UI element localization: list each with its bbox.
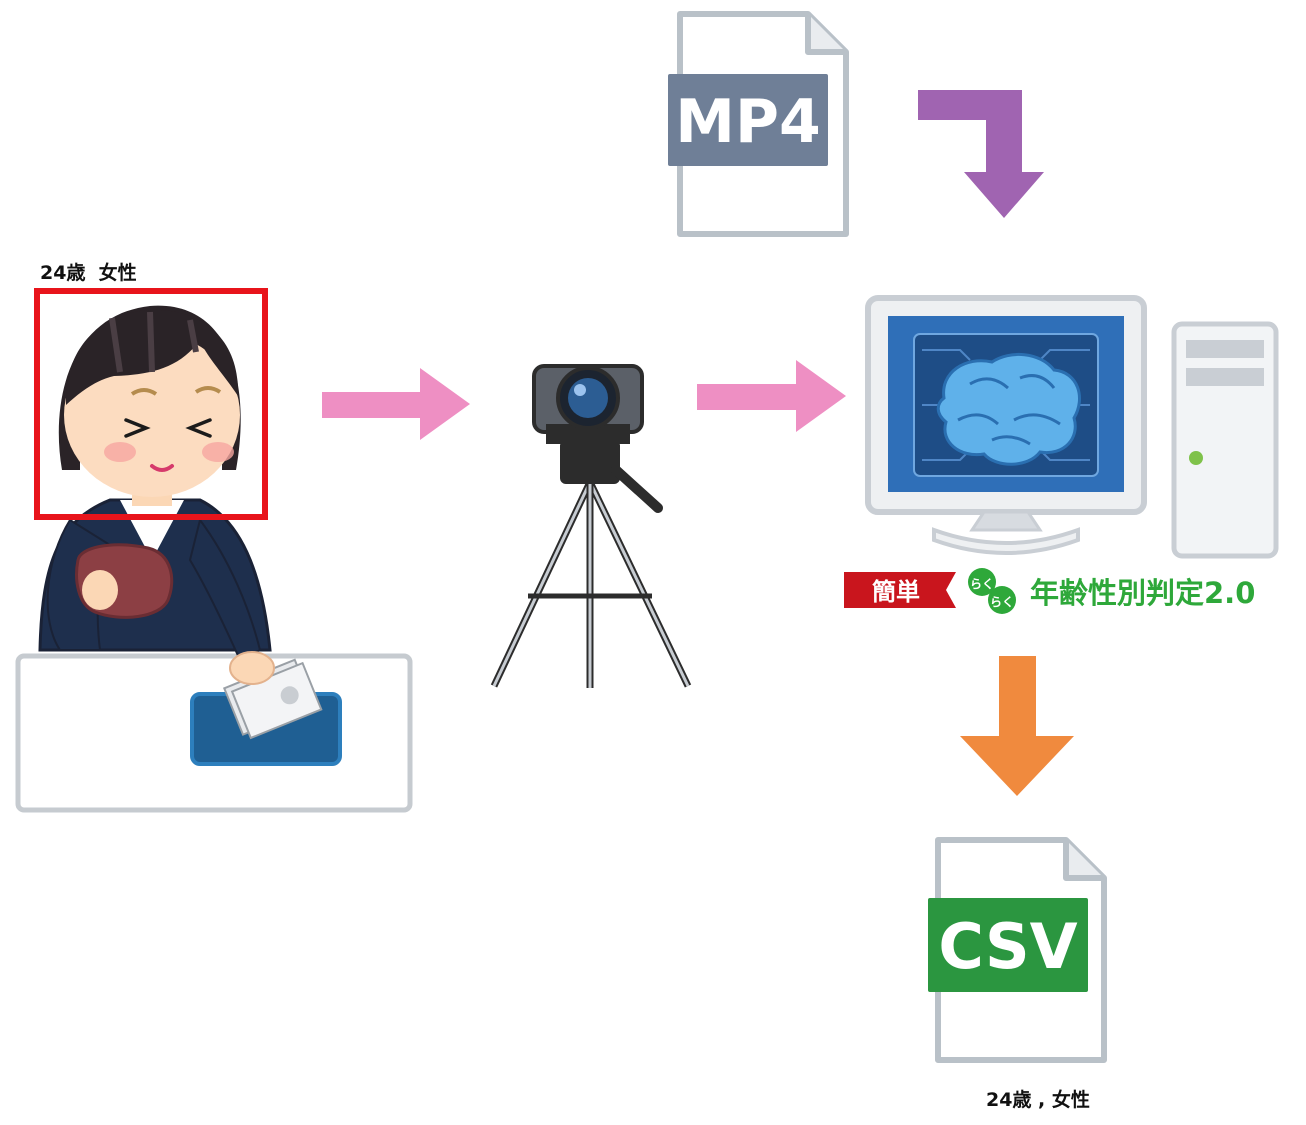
csv-tag-text: CSV xyxy=(938,910,1077,983)
csv-file-icon: CSV xyxy=(928,837,1107,1063)
cashier-woman-illustration xyxy=(15,305,413,813)
face-detection-box xyxy=(34,288,268,520)
arrow-computer-to-csv xyxy=(960,656,1074,796)
result-label: 24歳 , 女性 xyxy=(986,1088,1090,1111)
ai-brain-computer-illustration xyxy=(865,295,1279,559)
mp4-tag-text: MP4 xyxy=(675,87,820,157)
mp4-file-icon: MP4 xyxy=(668,11,849,237)
face-detection-label: 24歳 女性 xyxy=(40,261,137,284)
arrow-to-camera xyxy=(322,368,470,440)
brand-kana-bottom: らく xyxy=(990,595,1014,609)
brand-kana-top: らく xyxy=(970,577,994,591)
arrow-mp4-to-computer xyxy=(918,90,1044,218)
product-brand-logo: 簡単 らく らく 年齢性別判定2.0 xyxy=(844,568,1255,614)
brand-title-text: 年齢性別判定2.0 xyxy=(1030,576,1255,610)
video-camera-on-tripod-illustration xyxy=(490,364,692,688)
arrow-to-computer xyxy=(697,360,846,432)
brand-badge-text: 簡単 xyxy=(872,578,920,606)
